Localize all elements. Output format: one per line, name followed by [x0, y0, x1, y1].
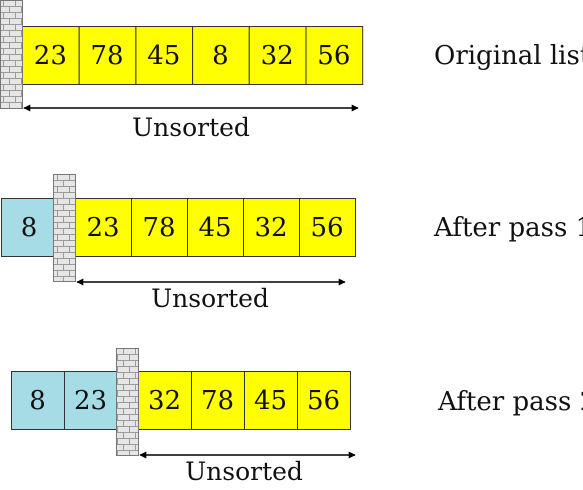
unsorted-cell: [131, 198, 188, 257]
unsorted-cell: [135, 26, 194, 85]
unsorted-cell-value: 78: [201, 386, 234, 416]
unsorted-cell: [248, 26, 307, 85]
unsorted-cell-value: 45: [147, 41, 180, 71]
sorted-cell: [64, 371, 118, 430]
unsorted-cell-value: 56: [317, 41, 350, 71]
unsorted-cell-value: 56: [310, 213, 343, 243]
unsorted-cell-value: 23: [34, 41, 67, 71]
unsorted-cell: [297, 371, 351, 430]
sorted-cell-value: 8: [29, 386, 46, 416]
unsorted-cell: [191, 371, 245, 430]
unsorted-label: Unsorted: [151, 284, 269, 313]
partition-wall: [0, 0, 23, 109]
unsorted-cell-value: 32: [148, 386, 181, 416]
unsorted-cell: [243, 198, 300, 257]
unsorted-cell-value: 32: [254, 213, 287, 243]
unsorted-cell-value: 23: [86, 213, 119, 243]
row-label: After pass 1: [433, 213, 583, 243]
unsorted-cell: [22, 26, 80, 85]
partition-wall: [116, 348, 139, 456]
unsorted-cell: [305, 26, 364, 85]
unsorted-cell: [187, 198, 244, 257]
unsorted-label: Unsorted: [185, 457, 303, 486]
unsorted-cell: [78, 26, 137, 85]
partition-wall: [53, 174, 76, 282]
unsorted-cell: [244, 371, 298, 430]
unsorted-cell-value: 56: [307, 386, 340, 416]
unsorted-cell-value: 78: [91, 41, 124, 71]
unsorted-cell: [299, 198, 356, 257]
row-label: After pass 2: [437, 387, 583, 417]
unsorted-cell-value: 45: [198, 213, 231, 243]
unsorted-cell-value: 32: [261, 41, 294, 71]
unsorted-label: Unsorted: [132, 113, 250, 142]
sorted-cell-value: 23: [74, 386, 107, 416]
unsorted-cell-value: 78: [142, 213, 175, 243]
row-label: Original list: [434, 41, 583, 71]
sorted-cell-value: 8: [21, 213, 38, 243]
unsorted-cell-value: 45: [254, 386, 287, 416]
unsorted-cell: [138, 371, 192, 430]
unsorted-cell-value: 8: [212, 41, 229, 71]
